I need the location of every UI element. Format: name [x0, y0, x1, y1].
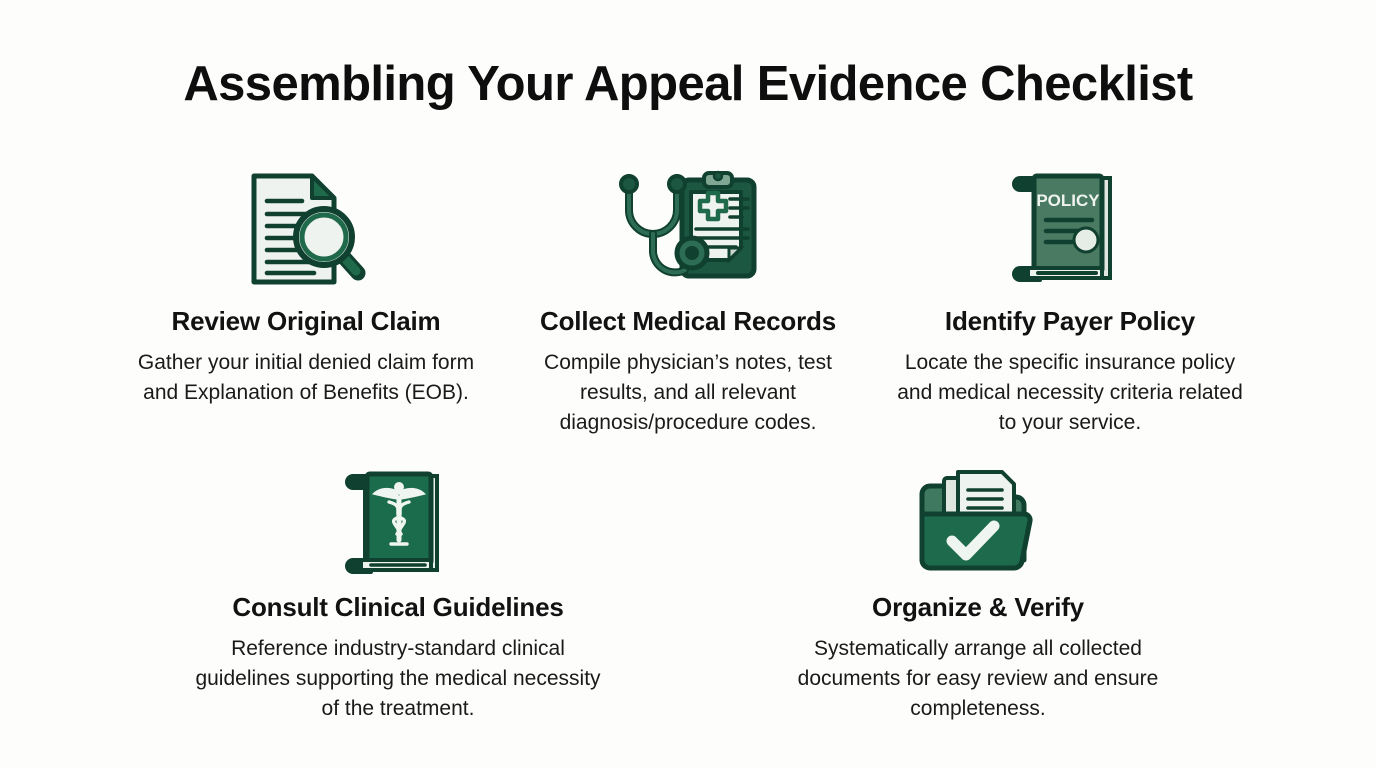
icon-container — [908, 468, 1048, 580]
step-description: Reference industry-standard clinical gui… — [195, 636, 601, 720]
steps-row-top: Review Original Claim Gather your initia… — [0, 168, 1376, 438]
policy-book-label: POLICY — [1036, 191, 1100, 210]
step-card-organize-and-verify: Organize & Verify Systematically arrange… — [763, 468, 1193, 724]
policy-book-icon: POLICY — [1012, 173, 1112, 282]
icon-container — [343, 468, 453, 580]
folder-check-icon — [919, 470, 1033, 571]
stethoscope-clipboard-icon — [619, 170, 757, 279]
caduceus-book-icon — [345, 471, 439, 574]
icon-container — [236, 168, 376, 290]
step-title: Review Original Claim — [171, 306, 441, 336]
step-description: Locate the specific insurance policy and… — [897, 350, 1243, 434]
icon-container: POLICY — [1006, 168, 1134, 290]
page-title: Assembling Your Appeal Evidence Checklis… — [183, 57, 1193, 111]
step-title: Organize & Verify — [872, 592, 1084, 622]
step-description: Compile physician’s notes, test results,… — [544, 350, 832, 434]
step-description: Systematically arrange all collected doc… — [797, 636, 1159, 720]
step-title: Collect Medical Records — [540, 306, 836, 336]
icon-container — [612, 168, 764, 290]
document-magnifier-icon — [251, 173, 366, 285]
step-title: Consult Clinical Guidelines — [232, 592, 564, 622]
step-card-review-original-claim: Review Original Claim Gather your initia… — [125, 168, 487, 438]
steps-row-bottom: Consult Clinical Guidelines Reference in… — [0, 468, 1376, 724]
step-card-consult-clinical-guidelines: Consult Clinical Guidelines Reference in… — [183, 468, 613, 724]
step-card-identify-payer-policy: POLICY Identify Payer Policy Locate the … — [889, 168, 1251, 438]
step-card-collect-medical-records: Collect Medical Records Compile physicia… — [507, 168, 869, 438]
step-title: Identify Payer Policy — [944, 306, 1196, 336]
step-description: Gather your initial denied claim form an… — [137, 350, 475, 404]
